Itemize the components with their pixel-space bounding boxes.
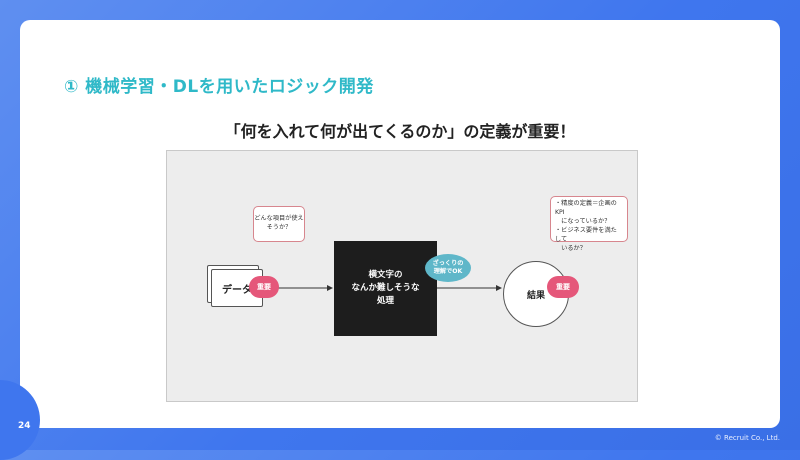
output-note-bubble: ・精度の定義＝企画のKPI になっているか？ ・ビジネス要件を満たして いるか？ [550, 196, 628, 252]
process-box: 横文字の なんか難しそうな 処理 [334, 241, 437, 336]
data-label: データ [222, 284, 252, 296]
page-number: 24 [18, 421, 31, 431]
input-note-bubble: どんな項目が使え そうか？ [253, 206, 305, 242]
slide-card: ① 機械学習・DLを用いたロジック開発 「何を入れて何が出てくるのか」の定義が重… [20, 20, 780, 428]
flow-diagram: データ どんな項目が使え そうか？ 重要 横文字の なんか難しそうな 処理 ざっ… [166, 150, 638, 402]
important-badge-output: 重要 [547, 276, 579, 298]
copyright-text: © Recruit Co., Ltd. [714, 434, 780, 442]
slide-title: ① 機械学習・DLを用いたロジック開発 [64, 77, 374, 97]
result-label: 結果 [526, 290, 545, 301]
understanding-badge: ざっくりの 理解でOK [425, 254, 471, 282]
important-badge-input: 重要 [249, 276, 279, 298]
slide-subtitle: 「何を入れて何が出てくるのか」の定義が重要！ [224, 122, 576, 141]
